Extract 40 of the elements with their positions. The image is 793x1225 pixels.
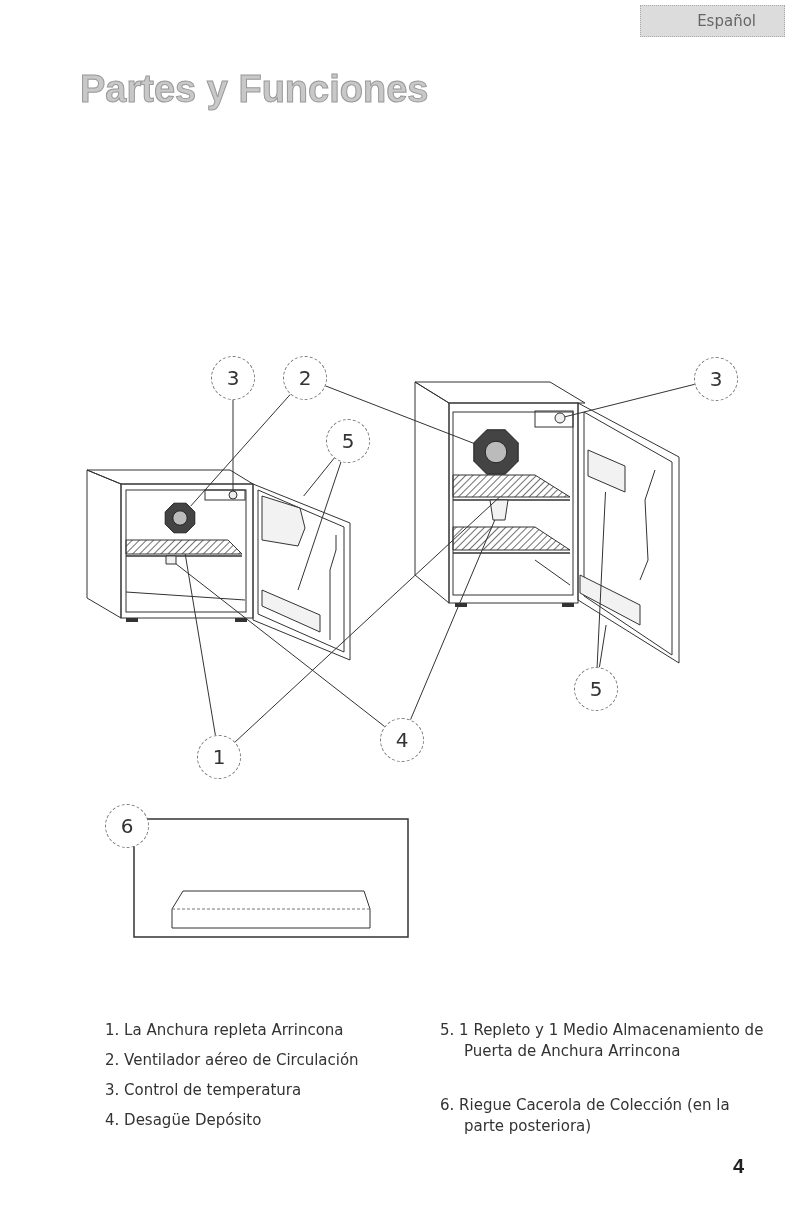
drain-cup: [165, 555, 177, 565]
parts-list-item: 3. Control de temperatura: [105, 1080, 303, 1101]
parts-list-item: 1. La Anchura repleta Arrincona: [105, 1020, 345, 1041]
door-bin: [261, 589, 321, 633]
page-title: Partes y Funciones: [80, 68, 429, 111]
wire-shelf: [125, 539, 243, 555]
leader-line: [596, 491, 606, 668]
leader-line: [232, 399, 234, 492]
callout-number: 3: [694, 357, 738, 401]
callout-number: 5: [326, 419, 370, 463]
callout-number: 1: [197, 735, 241, 779]
temperature-knob: [228, 490, 238, 500]
leader-line: [325, 385, 475, 444]
parts-list-item: 4. Desagüe Depósito: [105, 1110, 263, 1131]
page-number: 4: [733, 1155, 746, 1178]
leader-line: [184, 553, 216, 736]
callout-number: 5: [574, 667, 618, 711]
leader-line: [303, 457, 335, 497]
parts-list-item: 2. Ventilador aéreo de Circulación: [105, 1050, 360, 1071]
fan-icon: [473, 429, 519, 475]
temperature-knob: [554, 412, 566, 424]
callout-number: 6: [105, 804, 149, 848]
door-bin: [579, 574, 641, 626]
language-tab: Español: [640, 5, 785, 37]
drain-cup: [489, 499, 509, 521]
callout-number: 3: [211, 356, 255, 400]
wire-shelf: [452, 474, 571, 498]
door-bin: [261, 495, 306, 547]
callout-number: 2: [283, 356, 327, 400]
leader-line: [297, 461, 342, 591]
door-bin: [587, 449, 626, 493]
leader-line: [175, 563, 386, 727]
leader-line: [410, 519, 496, 721]
leader-line: [234, 496, 501, 743]
leader-line: [190, 393, 291, 507]
parts-list-item: 6. Riegue Cacerola de Colección (en la parte posteriora): [440, 1095, 731, 1137]
callout-number: 4: [380, 718, 424, 762]
parts-list-item: 5. 1 Repleto y 1 Medio Almacenamiento de Puerta de Anchura Arrincona: [440, 1020, 764, 1062]
fan-icon: [164, 502, 196, 534]
leader-line: [598, 624, 607, 668]
